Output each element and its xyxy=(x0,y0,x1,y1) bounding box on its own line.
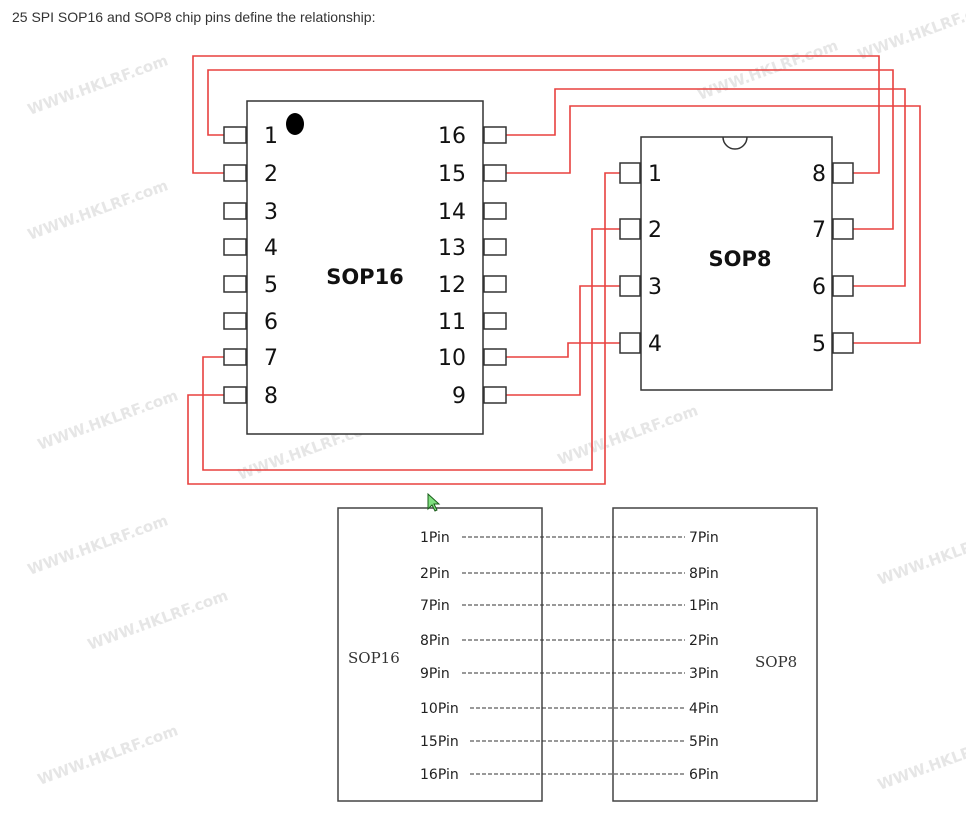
sop8-pin-ref: 3Pin xyxy=(689,666,719,682)
watermark-text: WWW.HKLRF.com xyxy=(35,386,180,454)
sop8-pin-label: 5 xyxy=(812,332,826,357)
wire xyxy=(506,342,620,358)
sop16-pin-label: 12 xyxy=(438,273,466,298)
wire xyxy=(187,172,620,485)
sop16-left-pin xyxy=(223,238,247,256)
caption: 25 SPI SOP16 and SOP8 chip pins define t… xyxy=(12,9,376,25)
sop16-pin-ref: 2Pin xyxy=(420,566,450,582)
sop8-left-pin xyxy=(619,162,641,184)
wire xyxy=(207,69,894,230)
watermark-text: WWW.HKLRF.com xyxy=(35,721,180,789)
sop16-left-pin xyxy=(223,164,247,182)
sop16-pin-label: 16 xyxy=(438,124,466,149)
cursor-icon xyxy=(427,492,441,512)
watermark-text: WWW.HKLRF.com xyxy=(555,401,700,469)
mapping-rows: 1Pin 7Pin 2Pin 8Pin 7Pin 1Pin 8Pin 2Pin 9Pin 3Pin… xyxy=(420,530,719,783)
sop16-left-pin xyxy=(223,202,247,220)
sop16-left-pin xyxy=(223,312,247,330)
sop16-right-pin xyxy=(483,164,507,182)
sop16-pin-label: 14 xyxy=(438,200,466,225)
sop16-pin-ref: 7Pin xyxy=(420,598,450,614)
sop16-pin-ref: 16Pin xyxy=(420,767,459,783)
table-sop16-title: SOP16 xyxy=(348,649,400,667)
sop8-right-pin xyxy=(832,275,854,297)
sop8-right-pin xyxy=(832,332,854,354)
sop16-pin-label: 13 xyxy=(438,236,466,261)
sop8-pin-ref: 8Pin xyxy=(689,566,719,582)
sop8-pin-label: 3 xyxy=(648,275,662,300)
sop8-left-pin xyxy=(619,332,641,354)
sop8-pin-label: 2 xyxy=(648,218,662,243)
sop8-pin-label: 8 xyxy=(812,162,826,187)
wire xyxy=(506,88,906,287)
sop16-pin-ref: 15Pin xyxy=(420,734,459,750)
sop16-pin-label: 4 xyxy=(264,236,278,261)
sop8-left-pin xyxy=(619,275,641,297)
sop16-pin-label: 7 xyxy=(264,346,278,371)
wire xyxy=(202,228,620,471)
sop16-right-pin xyxy=(483,126,507,144)
sop8-pin-label: 4 xyxy=(648,332,662,357)
watermark-text: WWW.HKLRF.com xyxy=(875,726,966,794)
sop16-pin-ref: 8Pin xyxy=(420,633,450,649)
sop16-right-pin xyxy=(483,238,507,256)
sop16-left-pin xyxy=(223,275,247,293)
sop8-right-pin xyxy=(832,162,854,184)
sop16-right-pin xyxy=(483,275,507,293)
sop16-right-pin xyxy=(483,386,507,404)
sop16-right-pin xyxy=(483,348,507,366)
sop8-right-pin xyxy=(832,218,854,240)
sop16-right-pin xyxy=(483,202,507,220)
sop16-pin-label: 9 xyxy=(452,384,466,409)
sop16-pin-label: 11 xyxy=(438,310,466,335)
sop16-left-pin xyxy=(223,126,247,144)
sop8-left-pin xyxy=(619,218,641,240)
wire xyxy=(506,285,620,396)
sop8-pin-label: 1 xyxy=(648,162,662,187)
sop8-pin-ref: 6Pin xyxy=(689,767,719,783)
sop16-pin-ref: 1Pin xyxy=(420,530,450,546)
sop16-left-pin xyxy=(223,348,247,366)
sop16-pin-label: 3 xyxy=(264,200,278,225)
sop8-pin-label: 7 xyxy=(812,218,826,243)
pins: 1 16 2 15 3 14 4 13 5 12 6 11 7 10 8 9 1 8 2 7 3 6 4 5 xyxy=(223,124,854,409)
sop16-pin-ref: 9Pin xyxy=(420,666,450,682)
sop16-pin-label: 8 xyxy=(264,384,278,409)
sop8-label: SOP8 xyxy=(709,247,772,271)
sop16-pin-label: 1 xyxy=(264,124,278,149)
table-sop8-box xyxy=(612,507,818,802)
pin1-dot xyxy=(286,113,304,135)
sop8-pin-label: 6 xyxy=(812,275,826,300)
sop8-pin-ref: 7Pin xyxy=(689,530,719,546)
watermark-text: WWW.HKLRF.com xyxy=(25,511,170,579)
sop16-pin-label: 5 xyxy=(264,273,278,298)
sop16-label: SOP16 xyxy=(326,265,404,289)
sop8-pin-ref: 5Pin xyxy=(689,734,719,750)
sop16-pin-label: 15 xyxy=(438,162,466,187)
sop8-notch xyxy=(722,136,748,150)
watermark-text: WWW.HKLRF.com xyxy=(25,176,170,244)
watermark-text: WWW.HKLRF.com xyxy=(85,586,230,654)
sop8-pin-ref: 4Pin xyxy=(689,701,719,717)
sop16-pin-label: 2 xyxy=(264,162,278,187)
table-sop8-title: SOP8 xyxy=(755,653,797,671)
sop16-pin-label: 10 xyxy=(438,346,466,371)
sop16-pin-ref: 10Pin xyxy=(420,701,459,717)
watermark-text: WWW.HKLRF.com xyxy=(875,521,966,589)
sop8-pin-ref: 1Pin xyxy=(689,598,719,614)
sop8-pin-ref: 2Pin xyxy=(689,633,719,649)
sop16-pin-label: 6 xyxy=(264,310,278,335)
wire xyxy=(506,105,921,344)
watermark-text: WWW.HKLRF.com xyxy=(25,51,170,119)
sop16-left-pin xyxy=(223,386,247,404)
sop16-right-pin xyxy=(483,312,507,330)
wire xyxy=(192,55,880,174)
wires xyxy=(187,55,921,485)
sop16-body xyxy=(246,100,484,435)
sop8-body xyxy=(640,136,833,391)
table-sop16-box xyxy=(337,507,543,802)
watermark-text: WWW.HKLRF.com xyxy=(855,0,966,64)
